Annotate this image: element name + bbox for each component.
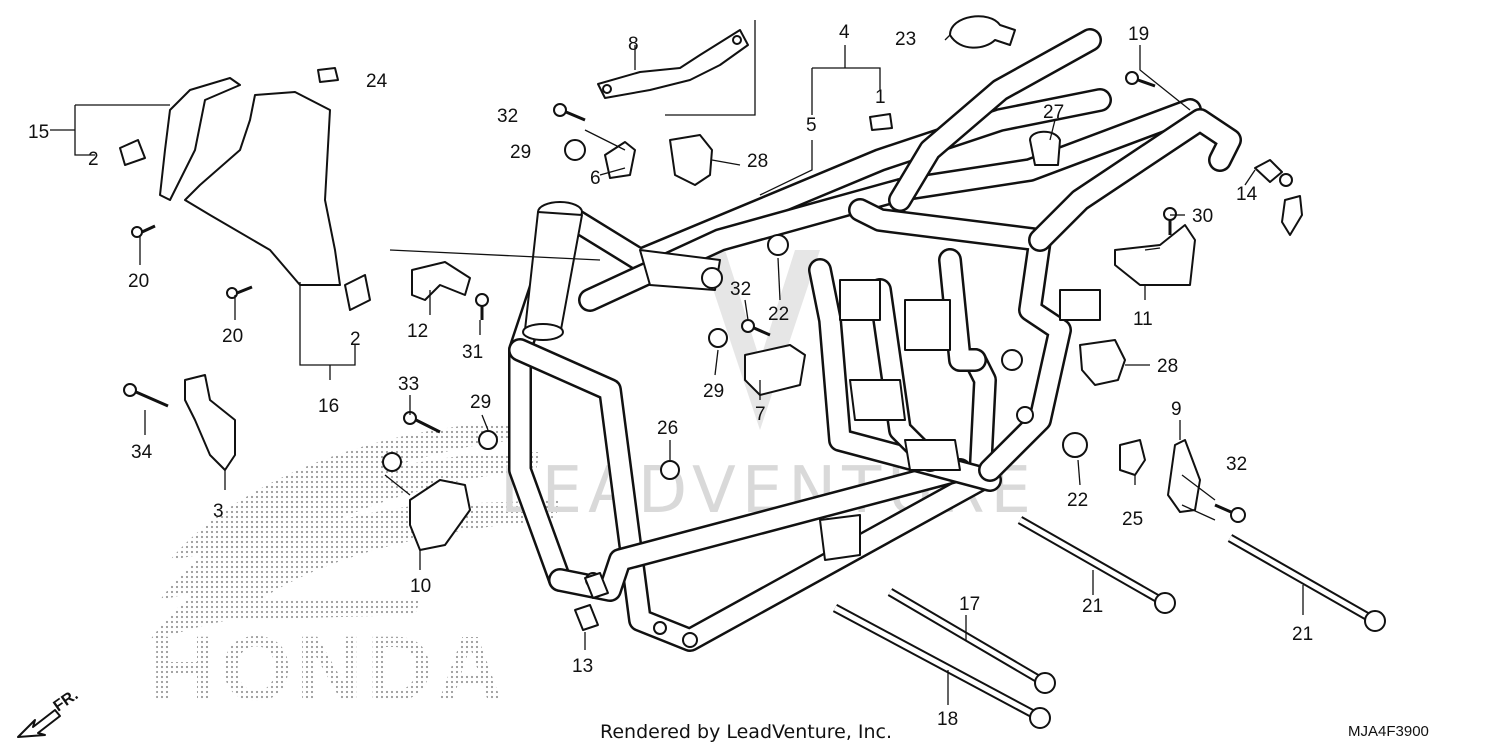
- callout-26: 26: [657, 418, 678, 439]
- part-8-bracket: [597, 20, 756, 116]
- callout-33: 33: [398, 374, 419, 395]
- leader-lines: [50, 34, 1304, 705]
- callout-29-lower: 29: [470, 392, 491, 413]
- callout-3: 3: [213, 501, 224, 522]
- callout-28-lower: 28: [1157, 356, 1178, 377]
- part-22-grommet-upper: [767, 234, 789, 256]
- part-28-clamp-upper: [669, 134, 713, 186]
- callout-16: 16: [318, 396, 339, 417]
- callout-28-upper: 28: [747, 151, 768, 172]
- callout-20-lower: 20: [222, 326, 243, 347]
- part-27-clip: [1029, 130, 1061, 166]
- callout-17: 17: [959, 594, 980, 615]
- bolt-17: [887, 588, 1056, 694]
- callout-31: 31: [462, 342, 483, 363]
- part-14-keyset: [1254, 159, 1303, 236]
- part-24-cap: [317, 67, 339, 83]
- callout-2-lower: 2: [350, 329, 361, 350]
- callout-27: 27: [1043, 102, 1064, 123]
- diagram-code: MJA4F3900: [1348, 723, 1429, 740]
- callout-34: 34: [131, 442, 153, 463]
- part-13-collars: [574, 572, 609, 631]
- callout-14: 14: [1236, 184, 1258, 205]
- callout-23: 23: [895, 29, 916, 50]
- callout-22-lower: 22: [1067, 490, 1088, 511]
- callout-11: 11: [1133, 309, 1153, 330]
- part-3-bracket: [184, 374, 236, 471]
- callout-labels: 1 2 2 3 4 5 6 7 8 9 10 11 12 13 14 15 16…: [28, 22, 1313, 730]
- callout-7: 7: [755, 404, 766, 425]
- callout-32-upper: 32: [497, 106, 518, 127]
- callout-29-middle: 29: [703, 381, 724, 402]
- part-16-cover: [119, 91, 371, 311]
- callout-22-upper: 22: [768, 304, 789, 325]
- honda-wing-logo: [150, 423, 560, 640]
- callout-9: 9: [1171, 399, 1182, 420]
- watermark-emblem: [700, 250, 820, 430]
- callout-13: 13: [572, 656, 593, 677]
- callout-21-left: 21: [1082, 596, 1103, 617]
- callout-8: 8: [628, 34, 639, 55]
- callout-20-upper: 20: [128, 271, 149, 292]
- bolt-21-left: [1017, 516, 1176, 614]
- callout-30: 30: [1192, 206, 1213, 227]
- callout-5: 5: [806, 115, 817, 136]
- nut-29-lower: [478, 430, 498, 450]
- part-26-clamp: [660, 460, 680, 480]
- callout-21-right: 21: [1292, 624, 1313, 645]
- callout-4: 4: [839, 22, 850, 43]
- part-12-bracket: [411, 261, 471, 301]
- part-6-bracket: [604, 141, 636, 179]
- part-7-plate: [744, 344, 806, 396]
- part-15-cover: [159, 77, 241, 201]
- nut-29-upper: [564, 139, 586, 161]
- part-22-grommet-lower: [1062, 432, 1088, 458]
- callout-32-right: 32: [1226, 454, 1247, 475]
- callout-10: 10: [410, 576, 431, 597]
- callout-32-middle: 32: [730, 279, 751, 300]
- part-1-plug: [869, 113, 893, 131]
- callout-29-upper: 29: [510, 142, 531, 163]
- part-25-clip: [1119, 439, 1146, 476]
- rendered-by-credit: Rendered by LeadVenture, Inc.: [600, 721, 892, 743]
- nut-29-left: [382, 452, 402, 472]
- small-bolts: [123, 71, 1246, 523]
- callout-6: 6: [590, 168, 601, 189]
- callout-2-upper: 2: [88, 149, 99, 170]
- callout-12: 12: [407, 321, 428, 342]
- part-11-bracket: [1114, 224, 1196, 286]
- part-23-clamp: [949, 15, 1016, 49]
- part-28-clamp-lower: [1079, 339, 1126, 386]
- main-frame: [508, 28, 1242, 652]
- callout-15: 15: [28, 122, 49, 143]
- bolt-21-right: [1227, 534, 1386, 632]
- callout-19: 19: [1128, 24, 1149, 45]
- callout-18: 18: [937, 709, 958, 730]
- callout-24: 24: [366, 71, 388, 92]
- callout-25: 25: [1122, 509, 1143, 530]
- nut-29-middle: [708, 328, 728, 348]
- watermark-brand: HONDA: [150, 618, 507, 720]
- bolt-18: [832, 604, 1051, 729]
- callout-1: 1: [875, 87, 886, 108]
- part-10-mount: [409, 479, 471, 551]
- front-direction-arrow-icon: [17, 709, 61, 738]
